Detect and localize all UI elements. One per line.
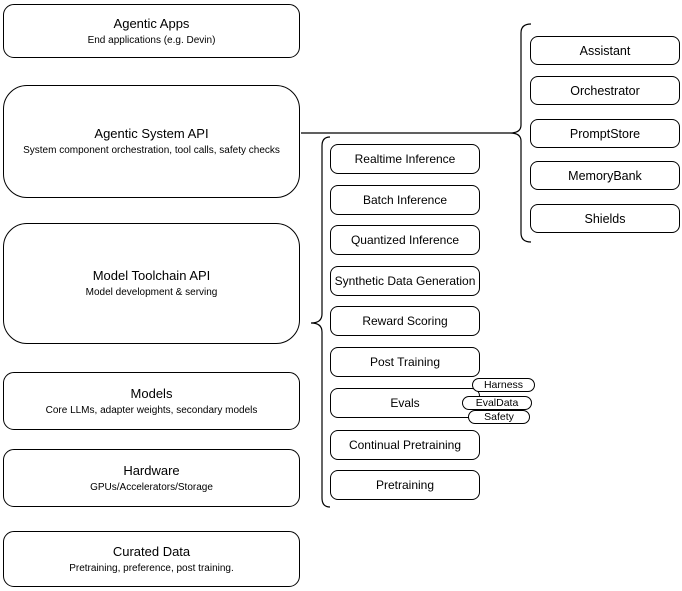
node-label: Reward Scoring xyxy=(362,314,448,328)
node-hardware: Hardware GPUs/Accelerators/Storage xyxy=(3,449,300,507)
node-subtitle: System component orchestration, tool cal… xyxy=(23,145,280,156)
node-title: Agentic Apps xyxy=(113,15,190,31)
tag-label: Harness xyxy=(483,378,524,391)
node-label: MemoryBank xyxy=(568,168,642,183)
node-model-toolchain-api: Model Toolchain API Model development & … xyxy=(3,223,300,344)
node-subtitle: Pretraining, preference, post training. xyxy=(69,562,234,574)
node-memorybank: MemoryBank xyxy=(530,161,680,190)
node-title: Models xyxy=(130,385,173,401)
node-subtitle: Model development & serving xyxy=(85,287,218,298)
tag-harness: Harness xyxy=(472,378,535,392)
node-subtitle: Core LLMs, adapter weights, secondary mo… xyxy=(45,404,258,416)
tag-label: Safety xyxy=(484,410,514,423)
node-label: Orchestrator xyxy=(570,83,640,98)
node-label: PromptStore xyxy=(569,126,641,141)
tag-label: EvalData xyxy=(475,396,519,409)
system-components-brace xyxy=(509,23,532,243)
node-label: Pretraining xyxy=(375,478,435,492)
node-pretraining: Pretraining xyxy=(330,470,480,500)
node-agentic-system-api: Agentic System API System component orch… xyxy=(3,85,300,198)
node-models: Models Core LLMs, adapter weights, secon… xyxy=(3,372,300,430)
node-label: Quantized Inference xyxy=(350,233,460,247)
node-batch-inference: Batch Inference xyxy=(330,185,480,215)
node-reward-scoring: Reward Scoring xyxy=(330,306,480,336)
node-continual-pretraining: Continual Pretraining xyxy=(330,430,480,460)
node-title: Model Toolchain API xyxy=(92,268,211,283)
node-synthetic-data-generation: Synthetic Data Generation xyxy=(330,266,480,296)
node-label: Synthetic Data Generation xyxy=(334,274,476,288)
node-curated-data: Curated Data Pretraining, preference, po… xyxy=(3,531,300,587)
node-assistant: Assistant xyxy=(530,36,680,65)
node-promptstore: PromptStore xyxy=(530,119,680,148)
node-realtime-inference: Realtime Inference xyxy=(330,144,480,174)
toolchain-brace xyxy=(310,136,331,508)
node-label: Continual Pretraining xyxy=(348,438,462,452)
node-label: Realtime Inference xyxy=(354,152,456,166)
node-subtitle: End applications (e.g. Devin) xyxy=(87,34,216,46)
node-label: Shields xyxy=(584,211,626,226)
node-title: Agentic System API xyxy=(94,126,209,141)
node-label: Post Training xyxy=(369,355,441,369)
node-evals: Evals xyxy=(330,388,480,418)
node-orchestrator: Orchestrator xyxy=(530,76,680,105)
node-label: Batch Inference xyxy=(362,193,448,207)
node-post-training: Post Training xyxy=(330,347,480,377)
node-subtitle: GPUs/Accelerators/Storage xyxy=(90,481,213,493)
node-agentic-apps: Agentic Apps End applications (e.g. Devi… xyxy=(3,4,300,58)
tag-evaldata: EvalData xyxy=(462,396,532,410)
node-label: Assistant xyxy=(579,43,631,58)
node-label: Evals xyxy=(390,396,420,410)
node-title: Hardware xyxy=(123,462,180,478)
tag-safety: Safety xyxy=(468,410,530,424)
node-quantized-inference: Quantized Inference xyxy=(330,225,480,255)
node-shields: Shields xyxy=(530,204,680,233)
node-title: Curated Data xyxy=(112,543,191,559)
